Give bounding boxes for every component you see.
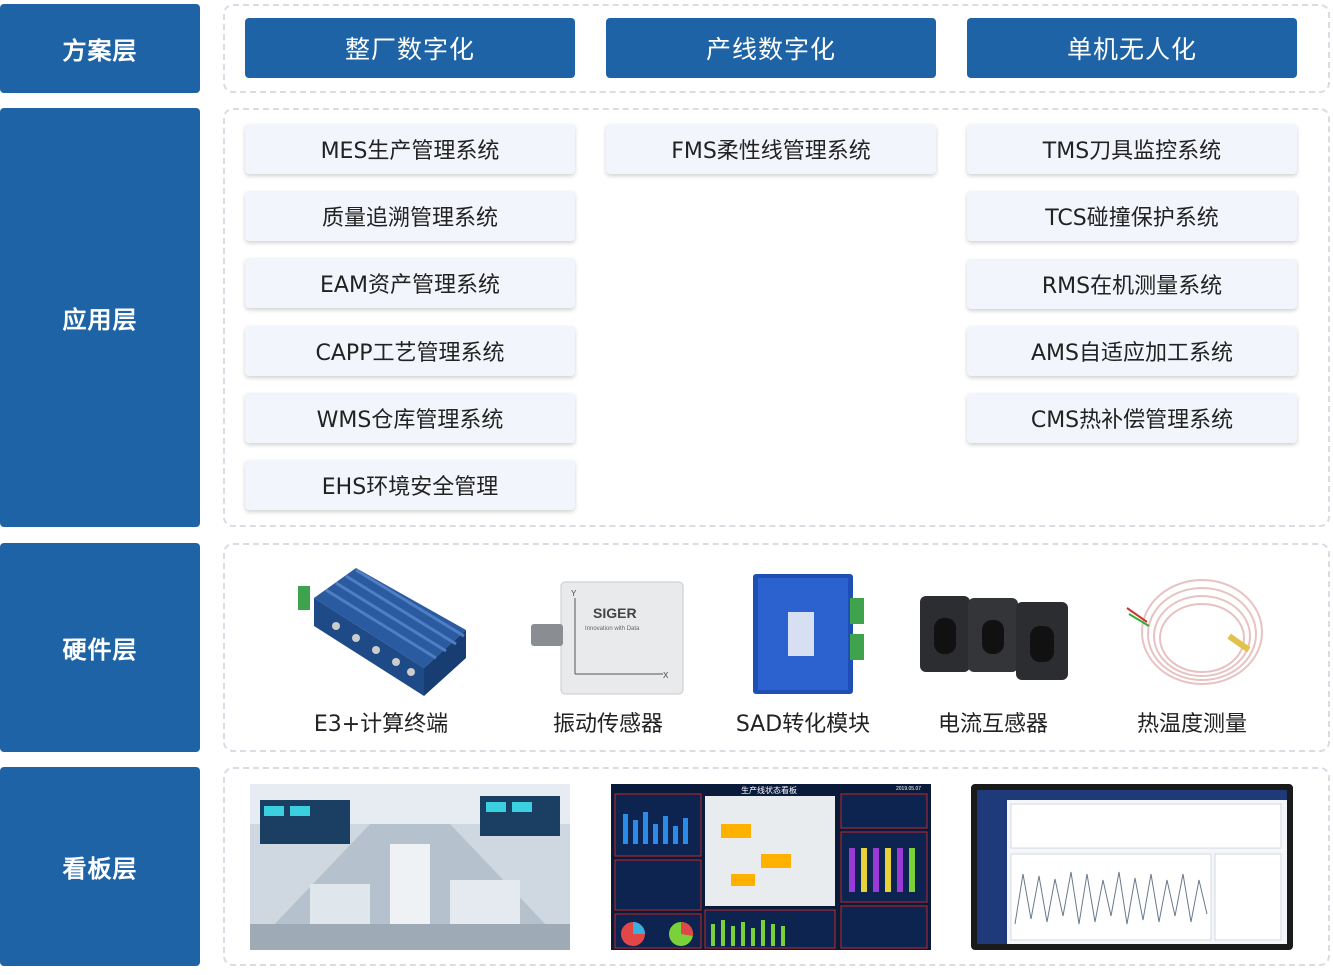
app-box-ehs: EHS环境安全管理 xyxy=(245,460,575,510)
dashboard-date-text: 2019.05.07 xyxy=(896,786,921,792)
app-box-mes: MES生产管理系统 xyxy=(245,124,575,174)
dashboard-panel xyxy=(223,767,1330,966)
monitor-dashboard-image xyxy=(971,784,1293,950)
hardware-label-vibration: 振动传感器 xyxy=(552,712,663,737)
hardware-current-transformer: 电流互感器 xyxy=(908,568,1078,738)
hardware-label-e3: E3+计算终端 xyxy=(313,712,449,737)
scheme-box-whole-factory: 整厂数字化 xyxy=(245,18,575,78)
layer-label-application: 应用层 xyxy=(0,108,200,527)
current-transformer-image xyxy=(920,596,1068,680)
scheme-box-production-line: 产线数字化 xyxy=(606,18,936,78)
scheme-box-single-machine: 单机无人化 xyxy=(967,18,1297,78)
application-panel xyxy=(223,108,1330,527)
hardware-temperature-sensor: 热温度测量 xyxy=(1107,568,1277,738)
app-box-quality-trace: 质量追溯管理系统 xyxy=(245,191,575,241)
layer-label-dashboard: 看板层 xyxy=(0,767,200,966)
e3-terminal-image xyxy=(298,568,466,696)
hardware-sad-module: SAD转化模块 xyxy=(718,568,888,738)
production-dashboard-image: 生产线状态看板 2019.05.07 xyxy=(611,784,931,950)
layer-label-hardware: 硬件层 xyxy=(0,543,200,752)
temperature-sensor-image xyxy=(1126,579,1263,685)
hardware-e3-terminal: E3+计算终端 xyxy=(296,568,466,738)
hardware-label-current: 电流互感器 xyxy=(937,712,1048,737)
layer-label-scheme: 方案层 xyxy=(0,4,200,93)
app-box-rms: RMS在机测量系统 xyxy=(967,259,1297,309)
hardware-label-sad: SAD转化模块 xyxy=(735,712,871,737)
hardware-vibration-sensor: Y X SIGER Innovation with Data 振动传感器 xyxy=(523,568,693,738)
app-box-fms: FMS柔性线管理系统 xyxy=(606,124,936,174)
app-box-eam: EAM资产管理系统 xyxy=(245,258,575,308)
sensor-tagline-text: Innovation with Data xyxy=(585,626,640,632)
app-box-capp: CAPP工艺管理系统 xyxy=(245,326,575,376)
hardware-panel xyxy=(223,543,1330,752)
sensor-brand-text: SIGER xyxy=(593,605,637,621)
hardware-label-temperature: 热温度测量 xyxy=(1136,712,1247,737)
app-box-tms: TMS刀具监控系统 xyxy=(967,124,1297,174)
app-box-cms: CMS热补偿管理系统 xyxy=(967,393,1297,443)
app-box-tcs: TCS碰撞保护系统 xyxy=(967,191,1297,241)
vibration-sensor-image: Y X SIGER Innovation with Data xyxy=(531,581,684,695)
app-box-ams: AMS自适应加工系统 xyxy=(967,326,1297,376)
app-box-wms: WMS仓库管理系统 xyxy=(245,393,575,443)
dashboard-title-text: 生产线状态看板 xyxy=(741,785,797,795)
factory-scene-image xyxy=(250,784,570,950)
scheme-panel xyxy=(223,4,1330,93)
svg-text:Y: Y xyxy=(571,589,577,598)
svg-text:X: X xyxy=(663,671,669,680)
sad-module-image xyxy=(753,574,864,694)
